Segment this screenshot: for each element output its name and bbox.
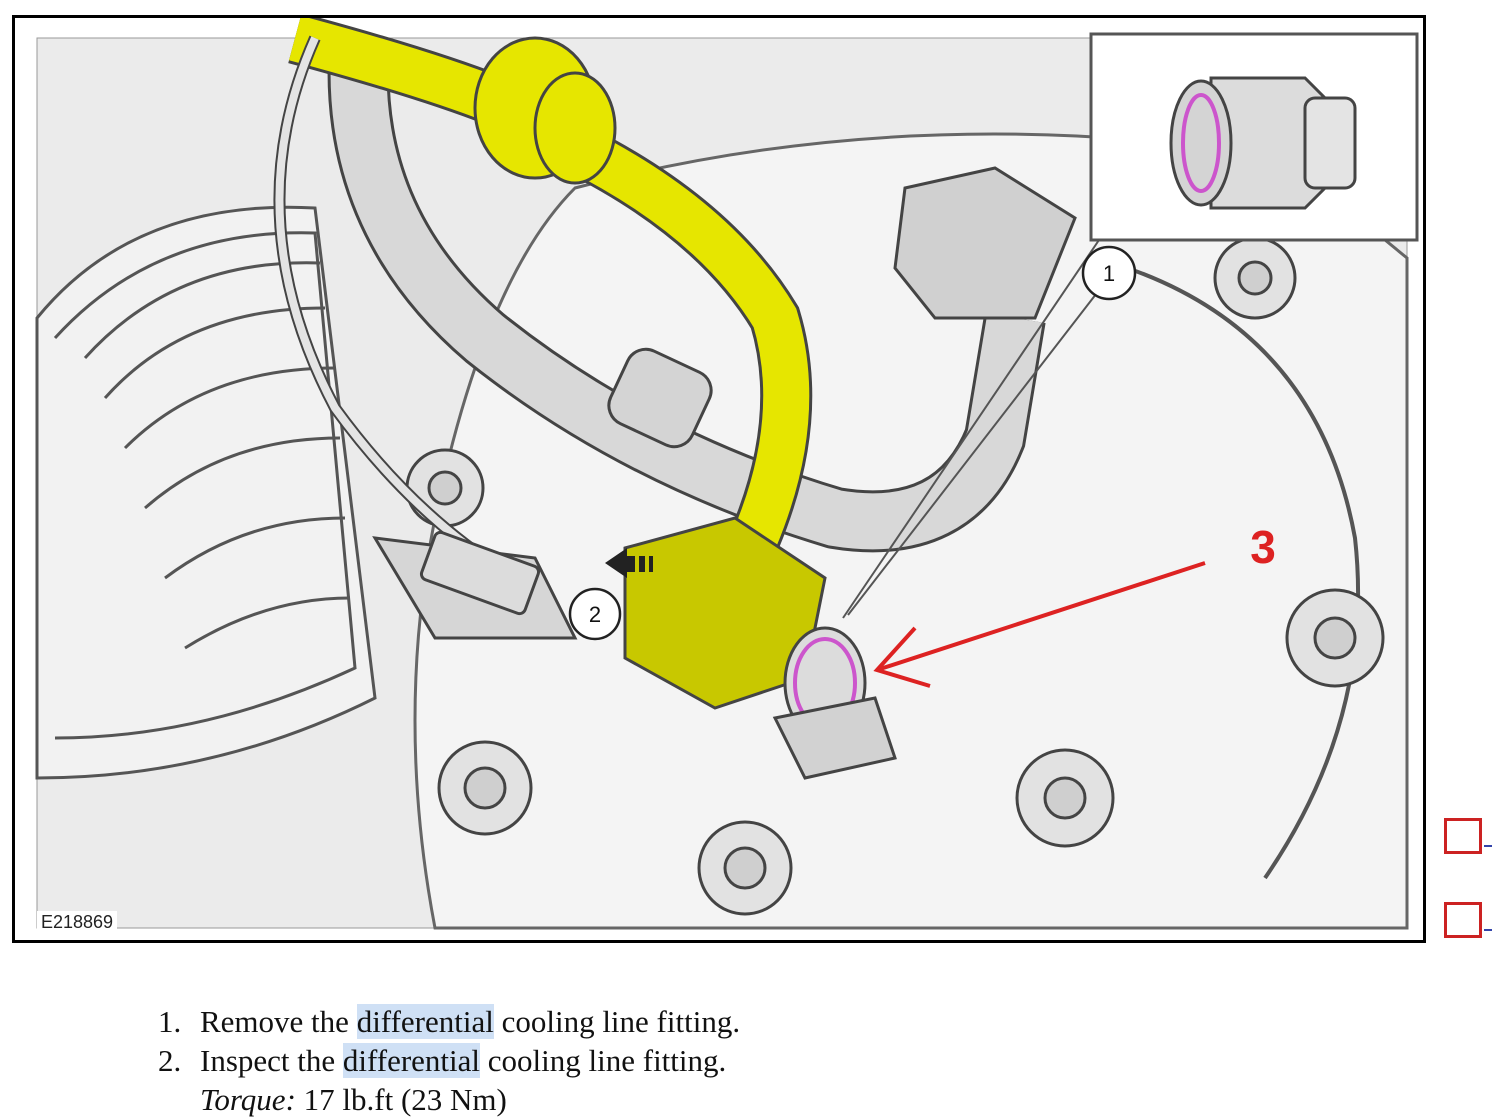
sensor-connector: [273, 35, 578, 640]
step-item: 2. Inspect the differential cooling line …: [158, 1041, 740, 1080]
procedure-steps: 1. Remove the differential cooling line f…: [158, 1002, 740, 1080]
red-checkbox-1-tick: [1484, 845, 1492, 847]
drive-boot: [35, 205, 377, 780]
step-item: 1. Remove the differential cooling line f…: [158, 1002, 740, 1041]
step-number: 1.: [158, 1004, 182, 1039]
step-text-post: cooling line fitting.: [480, 1043, 727, 1078]
torque-spec: Torque: 17 lb.ft (23 Nm): [200, 1080, 507, 1119]
red-checkbox-1[interactable]: [1444, 818, 1482, 854]
figure-id-label: E218869: [37, 911, 118, 934]
step-highlight: differential: [342, 1043, 481, 1078]
red-checkbox-2-tick: [1484, 929, 1492, 931]
cooling-line-fitting: [772, 626, 897, 780]
red-annotation-number: 3: [1250, 521, 1276, 573]
torque-value: 17 lb.ft (23 Nm): [303, 1082, 507, 1117]
step-number: 2.: [158, 1043, 182, 1078]
step-text-post: cooling line fitting.: [493, 1004, 741, 1039]
svg-text:1: 1: [1103, 261, 1115, 286]
fitting-inset: [1089, 32, 1419, 242]
callout-1-leader: [842, 239, 1100, 619]
service-figure: 1 2 3 E218869: [12, 15, 1426, 943]
step-text-pre: Inspect the: [200, 1043, 343, 1078]
removal-direction-arrow: [605, 548, 653, 578]
step-highlight: differential: [356, 1004, 494, 1039]
step-text-pre: Remove the: [200, 1004, 357, 1039]
torque-label: Torque:: [200, 1082, 296, 1117]
red-annotation-arrow: [873, 561, 1206, 688]
callout-1: 1: [1081, 245, 1137, 301]
red-checkbox-2[interactable]: [1444, 902, 1482, 938]
callout-2: 2: [568, 587, 622, 641]
figure-illustration: 1 2 3: [35, 18, 1419, 930]
svg-text:2: 2: [589, 602, 601, 627]
yellow-cooling-line: [288, 18, 827, 710]
